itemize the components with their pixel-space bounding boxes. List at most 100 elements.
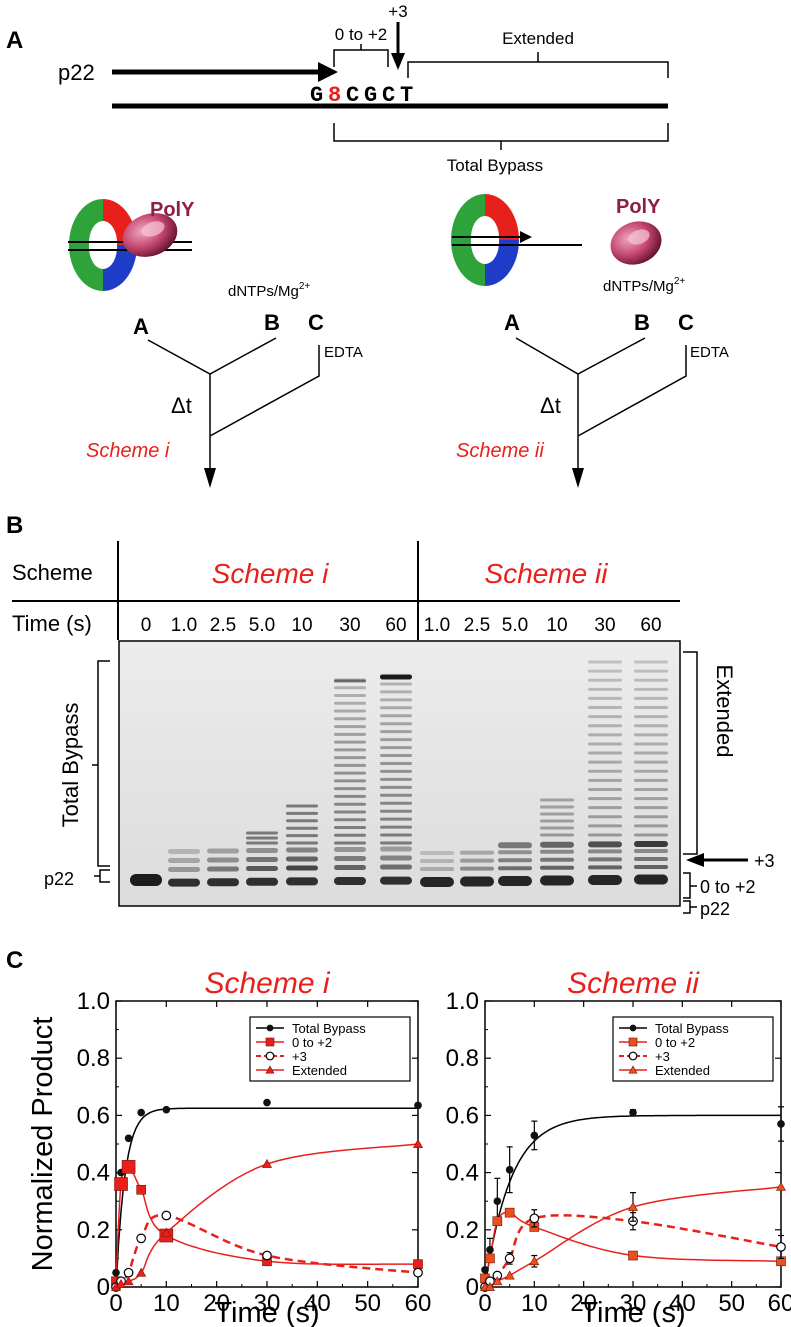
gel-band-early-ii-4-2	[588, 849, 622, 854]
data-point-s2-4	[529, 1213, 540, 1224]
gel-band-ext-ii-4-3	[588, 806, 622, 810]
gel-band-p22-ii-1	[460, 876, 494, 887]
y-tick-label: 0.6	[446, 1102, 479, 1129]
time-label-ii-3: 10	[546, 615, 567, 636]
seq-base-6: T	[400, 83, 413, 108]
gel-band-ext-ii-5-16	[634, 687, 668, 691]
scheme-ii-header: Scheme ii	[485, 558, 609, 589]
gel-band-ext-ii-3-5	[540, 798, 574, 802]
gel-band-ext-ii-5-13	[634, 715, 668, 719]
gel-band-ext-i-6-6	[380, 793, 412, 797]
primer-arrowhead	[318, 62, 338, 82]
x-tick-label: 0	[109, 1290, 122, 1317]
scheme-i-diagram: PolY dNTPs/Mg2+ A B C EDTA Δt Scheme i	[68, 199, 363, 488]
gel-band-ext-ii-5-11	[634, 733, 668, 737]
x-tick-label: 40	[669, 1290, 696, 1317]
data-point-s2-5	[262, 1250, 272, 1261]
gel-band-early-ii-5-1	[634, 857, 668, 861]
data-point-s1-1	[114, 1177, 128, 1191]
data-point-s3-4	[161, 1227, 172, 1237]
data-point-s3-4	[529, 1256, 540, 1266]
gel-band-ext-ii-4-6	[588, 778, 622, 782]
gel-band-p22-ii-4	[588, 875, 622, 885]
gel-bands	[130, 660, 668, 887]
x-axis-label: Time (s)	[580, 1297, 685, 1327]
gel-band-early-ii-1-2	[460, 850, 494, 855]
gel-band-p22-i-6	[380, 876, 412, 885]
data-point-s1-2	[492, 1216, 503, 1227]
gel-band-ext-i-4-2	[286, 826, 318, 830]
x-tick-label: 0	[478, 1290, 491, 1317]
poly-label-i: PolY	[150, 199, 195, 221]
gel-band-p22-i-2	[207, 878, 239, 887]
gel-band-ext-i-6-14	[380, 730, 412, 734]
time-label-i-6: 60	[385, 615, 406, 636]
gel-band-ext-ii-5-4	[634, 797, 668, 801]
data-point-s2-2	[123, 1267, 134, 1278]
data-point-s0-6	[414, 1101, 422, 1110]
gel-band-ext-ii-5-1	[634, 824, 668, 828]
gel-band-early-ii-1-1	[460, 858, 494, 863]
gel-band-ext-ii-3-4	[540, 805, 574, 809]
time-label-i-3: 5.0	[249, 615, 275, 636]
gel-band-early-i-4-0	[286, 865, 318, 871]
legend-label-0: Total Bypass	[292, 1021, 366, 1036]
time-label-ii-2: 5.0	[502, 615, 528, 636]
legend-label-1: 0 to +2	[655, 1035, 695, 1050]
legend-label-3: Extended	[292, 1063, 347, 1078]
gel-band-ext-ii-3-1	[540, 826, 574, 830]
label-0to2: 0 to +2	[335, 25, 387, 44]
poly-enzyme-ii	[610, 221, 662, 265]
dntps-label-ii: dNTPs/Mg2+	[603, 276, 685, 295]
gel-band-ext-ii-4-14	[588, 706, 622, 710]
gel-left-bracket	[92, 660, 110, 867]
label-A-i: A	[133, 314, 149, 339]
gel-band-ext-ii-5-10	[634, 742, 668, 746]
gel-band-plus3-ii-5	[634, 841, 668, 847]
x-tick-label: 10	[153, 1290, 180, 1317]
delta-t-i: Δt	[171, 393, 192, 418]
chart-title: Scheme ii	[567, 967, 700, 1000]
scheme-ii-diagram: PolY dNTPs/Mg2+ A B C EDTA Δt Scheme ii	[451, 194, 729, 488]
gel-p22-label-right: p22	[700, 899, 730, 919]
gel-band-ext-i-6-1	[380, 833, 412, 837]
gel-band-p22-i-3	[246, 877, 278, 886]
gel-band-early-ii-3-1	[540, 857, 574, 862]
clamp-ring-ii	[451, 194, 519, 286]
data-point-s2-6	[776, 1242, 786, 1252]
gel-band-early-i-1-1	[168, 858, 200, 863]
gel-band-ext-i-4-4	[286, 811, 318, 815]
legend-marker-3	[265, 1065, 275, 1074]
gel-band-ext-ii-3-3	[540, 812, 574, 816]
gel-band-early-i-2-2	[207, 848, 239, 854]
time-label-ii-5: 60	[640, 615, 661, 636]
data-point-s2-6	[413, 1267, 423, 1278]
gel-band-early-ii-4-1	[588, 857, 622, 862]
legend-marker-1	[628, 1037, 638, 1047]
gel-band-early-ii-5-0	[634, 865, 668, 869]
gel-band-early-i-2-0	[207, 866, 239, 872]
legend-label-3: Extended	[655, 1063, 710, 1078]
mixing-lines-ii	[515, 337, 687, 437]
gel-band-ext-ii-5-18	[634, 669, 668, 673]
data-point-s0-5	[629, 1108, 637, 1117]
gel-p22-bracket-right	[683, 900, 697, 914]
gel-band-plus3-ii-3	[540, 841, 574, 848]
gel-band-ext-i-5-15	[334, 725, 366, 729]
data-point-s0-3	[505, 1165, 514, 1174]
data-point-s0-0	[481, 1266, 489, 1274]
gel-band-p22-i-1	[168, 878, 200, 887]
gel-band-ext-i-5-2	[334, 825, 366, 829]
gel-band-top-i-30	[334, 679, 366, 683]
gel-band-ext-i-4-3	[286, 819, 318, 823]
panel-label-b: B	[6, 512, 23, 539]
gel-band-ext-i-5-5	[334, 802, 366, 806]
gel-band-ext-ii-5-7	[634, 769, 668, 773]
y-tick-label: 1.0	[446, 988, 479, 1015]
gel-band-early-i-1-2	[168, 849, 200, 854]
gel-band-early-i-4-1	[286, 856, 318, 862]
gel-band-ext-ii-5-19	[634, 660, 668, 664]
